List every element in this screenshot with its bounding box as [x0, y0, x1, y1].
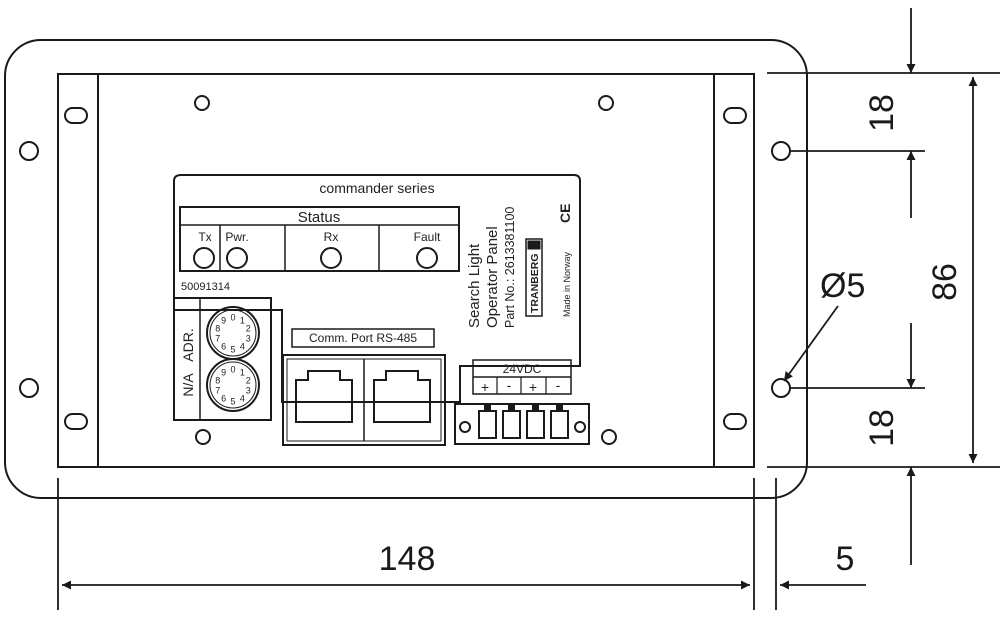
- rotary-digit: 6: [221, 341, 226, 351]
- terminal-sign-3: +: [529, 379, 537, 395]
- series-label: commander series: [319, 180, 434, 196]
- led-label-pwr: Pwr.: [225, 230, 248, 244]
- serial-number: 50091314: [181, 281, 230, 293]
- part-number: Part No.: 2613381100: [503, 207, 517, 328]
- product-line2: Operator Panel: [484, 226, 501, 328]
- ce-mark: CE: [557, 204, 573, 223]
- status-header: Status: [298, 209, 341, 226]
- rotary-digit: 7: [215, 333, 220, 343]
- slot-right-top: [723, 107, 747, 124]
- led-label-rx: Rx: [324, 230, 339, 244]
- dim-bottom-label: 18: [863, 409, 901, 447]
- product-line1: Search Light: [466, 243, 483, 328]
- terminal-pin: [478, 410, 497, 439]
- rotary-digit: 0: [230, 313, 235, 323]
- mount-hole-left-top: [19, 141, 39, 161]
- status-box: [179, 206, 460, 272]
- terminal-pin-latch: [556, 405, 563, 412]
- rotary-digit: 9: [221, 368, 226, 378]
- brand-name: TRANBERG: [529, 254, 541, 314]
- terminal-sign-1: +: [481, 379, 489, 395]
- rotary-digit: 5: [230, 397, 235, 407]
- terminal-pins: [478, 405, 569, 439]
- rotary-digit: 8: [215, 376, 220, 386]
- rotary-digit: 0: [230, 365, 235, 375]
- terminal-pin-latch: [508, 405, 515, 412]
- comm-port-label: Comm. Port RS-485: [309, 331, 417, 345]
- led-label-fault: Fault: [414, 230, 441, 244]
- rotary-digit: 5: [230, 345, 235, 355]
- inner-frame: [57, 73, 755, 468]
- terminal-sign-4: -: [556, 377, 561, 393]
- mount-hole-right-bottom: [771, 378, 791, 398]
- na-label: N/A: [180, 373, 196, 397]
- slot-left-top: [64, 107, 88, 124]
- rotary-digit: 2: [246, 376, 251, 386]
- hole-diameter-label: Ø5: [820, 267, 865, 305]
- dim-offset-label: 5: [836, 540, 855, 578]
- hole-leader-line: [783, 305, 839, 382]
- comm-port-housing: [282, 354, 446, 446]
- mount-hole-left-bottom: [19, 378, 39, 398]
- screw-top-left: [194, 95, 210, 111]
- screw-top-right: [598, 95, 614, 111]
- terminal-pin-latch: [484, 405, 491, 412]
- comm-port-label-box: [291, 328, 435, 348]
- slot-left-bottom: [64, 413, 88, 430]
- brand-logo: TRANBERG: [525, 238, 543, 317]
- mount-hole-right-top: [771, 141, 791, 161]
- dim-top-label: 18: [863, 94, 901, 132]
- rotary-digit: 2: [246, 324, 251, 334]
- rj45-jack-1[interactable]: [295, 370, 353, 423]
- led-tx: [193, 247, 215, 269]
- terminal-screw-right: [574, 421, 586, 433]
- terminal-pin: [550, 410, 569, 439]
- rotary-digit: 4: [240, 341, 245, 351]
- terminal-screw-left: [459, 421, 471, 433]
- terminal-sign-2: -: [507, 377, 512, 393]
- dim-height-label: 86: [926, 263, 964, 301]
- terminal-pin: [502, 410, 521, 439]
- address-label: ADR.: [180, 328, 196, 361]
- terminal-block[interactable]: [454, 403, 590, 445]
- rj45-jack-2[interactable]: [373, 370, 431, 423]
- power-label: 24VDC: [503, 362, 542, 376]
- screw-bottom-right: [601, 429, 617, 445]
- rotary-digit: 1: [240, 316, 245, 326]
- rotary-digit: 3: [246, 385, 251, 395]
- address-switch-block: [173, 297, 272, 421]
- dim-width-label: 148: [379, 540, 436, 578]
- rotary-digit: 7: [215, 385, 220, 395]
- rotary-digit: 3: [246, 333, 251, 343]
- made-in-label: Made in Norway: [562, 251, 572, 317]
- led-label-tx: Tx: [198, 230, 211, 244]
- rotary-digit: 1: [240, 368, 245, 378]
- terminal-pin: [526, 410, 545, 439]
- rotary-digit: 6: [221, 393, 226, 403]
- led-pwr: [226, 247, 248, 269]
- terminal-pin-latch: [532, 405, 539, 412]
- rotary-digit: 4: [240, 393, 245, 403]
- led-fault: [416, 247, 438, 269]
- outer-flange: [4, 39, 808, 499]
- label-plate: [173, 174, 581, 403]
- led-rx: [320, 247, 342, 269]
- slot-right-bottom: [723, 413, 747, 430]
- rotary-digit: 8: [215, 324, 220, 334]
- screw-bottom-left: [195, 429, 211, 445]
- rotary-digit: 9: [221, 316, 226, 326]
